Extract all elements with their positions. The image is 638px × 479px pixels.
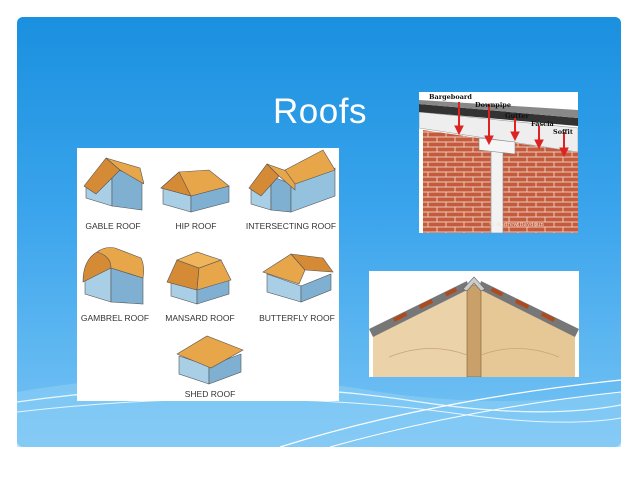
gutter-label-downpipe: Downpipe bbox=[475, 101, 511, 109]
gable-roof-illustration bbox=[83, 157, 144, 211]
roof-label-intersecting: INTERSECTING ROOF bbox=[245, 221, 337, 231]
image-credit: © Andrew Baydoun bbox=[489, 222, 544, 228]
hip-roof-illustration bbox=[160, 169, 230, 213]
gutter-diagram-panel: Bargeboard Downpipe Gutter Fascia Soffit… bbox=[419, 92, 578, 233]
ridge-cross-section-panel bbox=[369, 271, 579, 377]
butterfly-roof-illustration bbox=[262, 253, 334, 303]
gutter-label-gutter: Gutter bbox=[505, 112, 529, 120]
roof-label-gambrel: GAMBREL ROOF bbox=[80, 313, 150, 323]
roof-label-gable: GABLE ROOF bbox=[85, 221, 141, 231]
shed-roof-illustration bbox=[176, 335, 244, 385]
roof-label-shed: SHED ROOF bbox=[184, 389, 236, 399]
gambrel-roof-illustration bbox=[82, 247, 144, 305]
roof-label-hip: HIP ROOF bbox=[175, 221, 217, 231]
gutter-label-soffit: Soffit bbox=[553, 128, 573, 136]
gutter-label-fascia: Fascia bbox=[531, 120, 554, 128]
roof-label-mansard: MANSARD ROOF bbox=[165, 313, 235, 323]
roof-label-butterfly: BUTTERFLY ROOF bbox=[259, 313, 335, 323]
intersecting-roof-illustration bbox=[248, 149, 336, 213]
roof-types-panel: GABLE ROOF HIP ROOF INTERSECTING ROOF GA… bbox=[77, 148, 339, 401]
slide-title: Roofs bbox=[273, 92, 367, 131]
gutter-label-bargeboard: Bargeboard bbox=[429, 93, 472, 101]
ridge-cross-section-illustration bbox=[369, 276, 579, 377]
brick-wall-illustration bbox=[419, 100, 578, 233]
mansard-roof-illustration bbox=[166, 251, 232, 305]
